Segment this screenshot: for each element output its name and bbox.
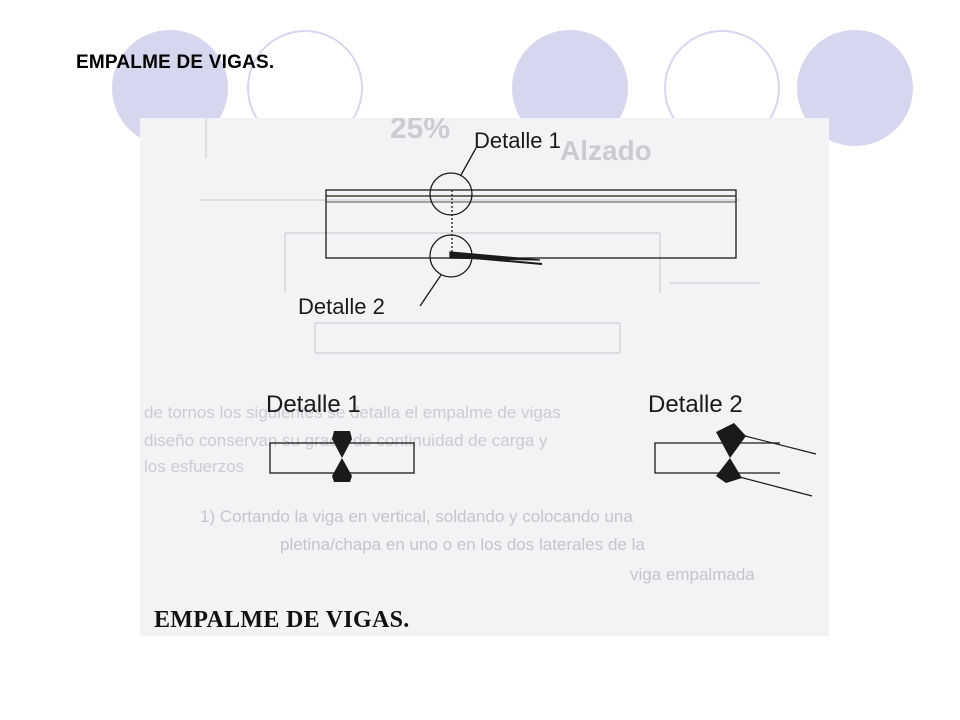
detail1-drawing <box>269 431 415 482</box>
detail2-beam-section <box>654 442 780 474</box>
ghost-text-line: 1) Cortando la viga en vertical, soldand… <box>200 507 633 526</box>
beam-elevation <box>325 147 737 307</box>
detail2-plate-edge <box>727 473 813 497</box>
bottom-labels: Detalle 1 Detalle 2 <box>266 391 743 418</box>
bleed-through-lines <box>200 118 760 354</box>
ghost-heading: 25% <box>390 118 450 145</box>
detail1-weld-bottom <box>332 458 352 482</box>
splice-plate-edge <box>449 255 543 265</box>
detail2-weld-top <box>716 423 746 458</box>
top-labels: Detalle 1 Detalle 2 <box>298 128 561 319</box>
detail2-weld-bottom <box>716 458 742 483</box>
beam-splice-diagram: 25% Alzado de tornos los siguientes se d… <box>144 118 817 584</box>
ghost-text-line: de tornos los siguientes se detalla el e… <box>144 403 561 422</box>
detail1-bottom-label: Detalle 1 <box>266 391 361 418</box>
bleed-through-text: 25% Alzado de tornos los siguientes se d… <box>144 118 755 584</box>
ghost-heading: Alzado <box>560 135 652 166</box>
slide-title: EMPALME DE VIGAS. <box>76 52 275 73</box>
figure-caption: EMPALME DE VIGAS. <box>154 607 410 633</box>
detail1-leader <box>460 147 477 176</box>
detail1-top-label: Detalle 1 <box>474 128 561 153</box>
detail2-plate-edge <box>744 435 817 455</box>
decor-circle-filled-3 <box>797 30 913 146</box>
detail1-weld-top <box>332 431 352 458</box>
decor-circle-filled-1 <box>112 30 228 146</box>
detail2-leader <box>419 274 442 307</box>
splice-plate <box>449 251 541 261</box>
scanned-figure: 25% Alzado de tornos los siguientes se d… <box>140 118 829 636</box>
decor-circle-filled-2 <box>512 30 628 146</box>
detail2-top-label: Detalle 2 <box>298 294 385 319</box>
detail2-marker-circle <box>429 234 473 278</box>
detail2-bottom-label: Detalle 2 <box>648 391 743 418</box>
detail1-marker-circle <box>429 172 473 216</box>
ghost-text-line: los esfuerzos <box>144 457 244 476</box>
beam-outline <box>325 189 737 259</box>
detail2-drawing <box>654 423 817 497</box>
ghost-text-line: viga empalmada <box>630 565 755 584</box>
ghost-text-line: pletina/chapa en uno o en los dos latera… <box>280 535 645 554</box>
